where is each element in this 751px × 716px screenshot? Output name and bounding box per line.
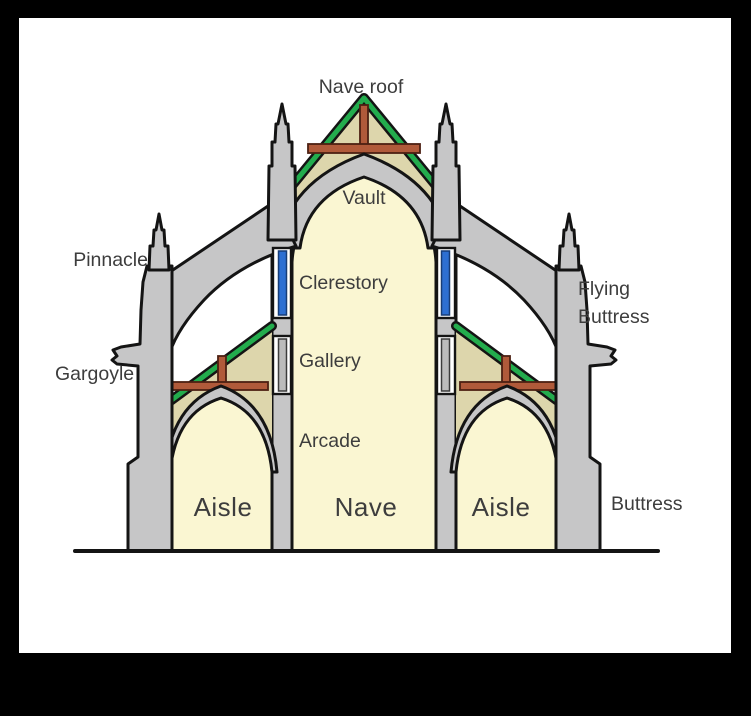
frame-bottom bbox=[0, 653, 751, 716]
clerestory-window-right bbox=[440, 250, 451, 316]
frame-left bbox=[0, 0, 19, 716]
label-aisle-left: Aisle bbox=[194, 492, 253, 522]
frame-top bbox=[0, 0, 751, 18]
frame-right bbox=[731, 0, 751, 716]
gallery-opening-left bbox=[277, 338, 288, 392]
label-nave: Nave bbox=[335, 492, 398, 522]
aisle-post-right bbox=[501, 355, 511, 385]
label-flying-buttress-line1: Flying bbox=[578, 278, 630, 300]
king-post bbox=[359, 104, 369, 147]
pinnacle-left bbox=[147, 212, 171, 272]
aisle-roof-edge-right bbox=[453, 323, 577, 416]
label-flying-buttress-line2: Buttress bbox=[578, 306, 650, 328]
aisle-vault-band-right bbox=[449, 384, 565, 474]
label-arcade: Arcade bbox=[299, 430, 361, 452]
label-pinnacle: Pinnacle bbox=[73, 249, 148, 271]
label-gallery: Gallery bbox=[299, 350, 361, 372]
pinnacle-right bbox=[557, 212, 581, 272]
aisle-roof-edge-left bbox=[151, 323, 275, 416]
gallery-opening-right bbox=[440, 338, 451, 392]
clerestory-window-left bbox=[277, 250, 288, 316]
aisle-post-left bbox=[217, 355, 227, 385]
roof-spire-right bbox=[430, 102, 462, 242]
label-aisle-right: Aisle bbox=[472, 492, 531, 522]
nave-roof-edge bbox=[278, 95, 450, 202]
label-nave-roof: Nave roof bbox=[319, 76, 404, 98]
tie-beam bbox=[307, 143, 421, 154]
roof-spire-left bbox=[266, 102, 298, 242]
label-buttress: Buttress bbox=[611, 493, 683, 515]
label-vault: Vault bbox=[343, 187, 387, 209]
label-gargoyle: Gargoyle bbox=[55, 363, 134, 385]
label-clerestory: Clerestory bbox=[299, 272, 388, 294]
aisle-vault-band-left bbox=[163, 384, 279, 474]
